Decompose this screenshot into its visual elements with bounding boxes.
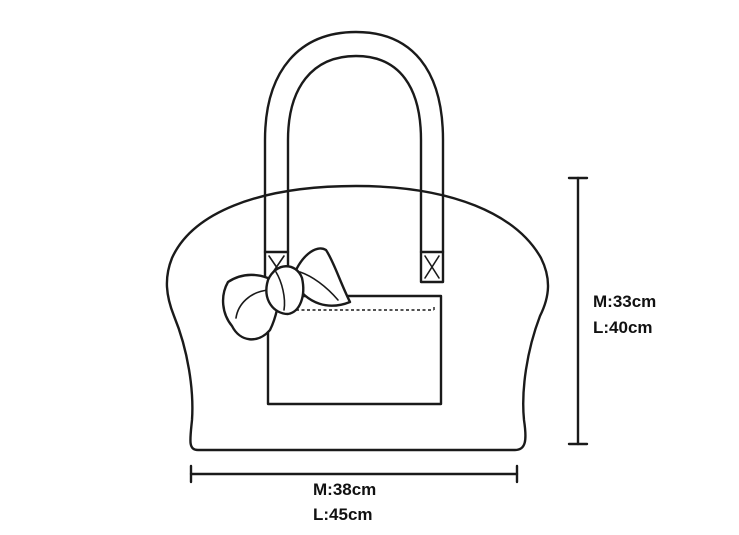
- bag-body: [165, 184, 550, 452]
- bag-handles: [263, 30, 445, 254]
- bow-icon: [221, 247, 352, 341]
- width-large-label: L:45cm: [313, 505, 373, 524]
- vertical-dimension-line: [567, 176, 589, 446]
- handbag-illustration: [165, 30, 550, 452]
- height-medium-label: M:33cm: [593, 292, 657, 311]
- horizontal-dimension-line: [189, 464, 519, 484]
- width-medium-label: M:38cm: [313, 480, 377, 499]
- height-large-label: L:40cm: [593, 318, 653, 337]
- handle-tab-right: [419, 250, 445, 284]
- front-pocket: [266, 294, 443, 406]
